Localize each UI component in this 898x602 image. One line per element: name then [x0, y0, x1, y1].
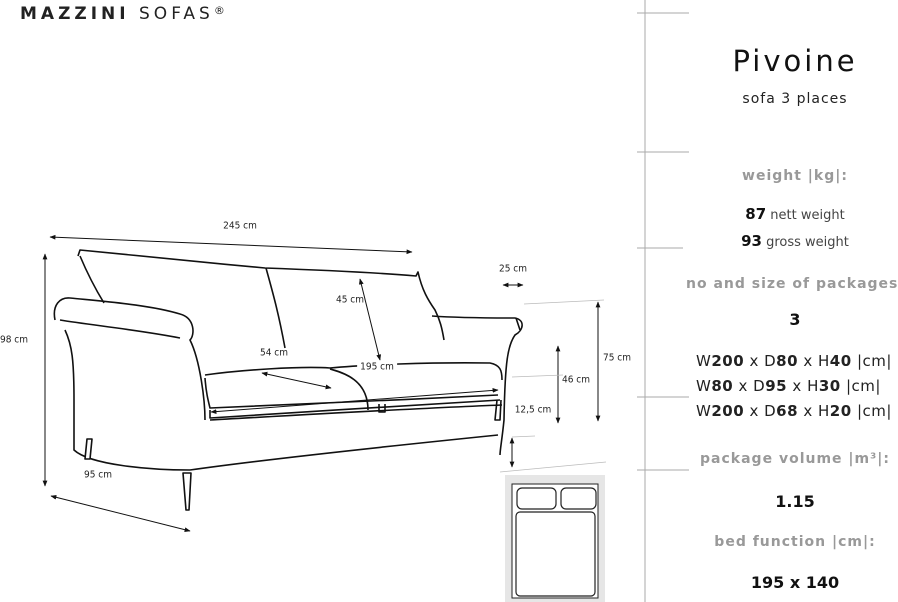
brand-suffix: SOFAS [139, 4, 214, 24]
package-x: x [792, 377, 802, 395]
package-w: 200 [711, 352, 745, 370]
brand-name: MAZZINI [20, 4, 130, 24]
package-w: 80 [711, 377, 734, 395]
dim-width-total: 245 cm [223, 220, 257, 232]
package-w: W [696, 377, 712, 395]
package-unit: |cm| [856, 402, 892, 420]
package-size-row: W200 x D68 x H20 |cm| [696, 402, 892, 420]
gross-weight-value: 93 [741, 232, 762, 250]
brand-logo: MAZZINI SOFAS® [20, 4, 229, 24]
package-h: 40 [829, 352, 852, 370]
dim-seat-width: 195 cm [357, 361, 397, 373]
weight-heading: weight |kg|: [742, 168, 848, 184]
dim-arm-width: 25 cm [498, 263, 528, 275]
package-h: H [807, 377, 819, 395]
bed-value: 195 x 140 [750, 573, 840, 592]
bed-layout-icon [505, 475, 605, 602]
volume-value: 1.15 [775, 492, 815, 511]
volume-heading: package volume |m³|: [700, 451, 890, 467]
package-w: 200 [711, 402, 745, 420]
dim-depth-total: 95 cm [83, 469, 113, 481]
dimension-arrows [42, 234, 601, 533]
package-w: W [696, 402, 712, 420]
package-d: 95 [765, 377, 788, 395]
package-size-row: W80 x D95 x H30 |cm| [696, 377, 881, 395]
nett-weight-value: 87 [745, 205, 767, 223]
gross-weight: 93 gross weight [690, 232, 898, 250]
package-x: x [749, 402, 759, 420]
gross-weight-label: gross weight [766, 235, 849, 250]
extension-lines [499, 299, 607, 473]
package-h: 20 [829, 402, 852, 420]
sofa-outline [53, 249, 523, 511]
package-h: H [818, 402, 830, 420]
bed-heading: bed function |cm|: [714, 534, 876, 550]
package-unit: |cm| [846, 377, 881, 395]
package-d: D [764, 402, 777, 420]
package-d: D [764, 352, 777, 370]
package-unit: |cm| [856, 352, 892, 370]
dim-leg-height: 12,5 cm [514, 404, 552, 416]
product-subtitle: sofa 3 places [742, 91, 848, 107]
package-x: x [803, 402, 813, 420]
dim-back-cushion: 45 cm [335, 294, 365, 306]
package-d: D [753, 377, 766, 395]
divider-lines [637, 0, 689, 602]
nett-weight-label: nett weight [770, 208, 845, 223]
package-x: x [803, 352, 813, 370]
package-size-row: W200 x D80 x H40 |cm| [696, 352, 892, 370]
package-h: H [818, 352, 830, 370]
dim-seat-depth: 54 cm [259, 347, 289, 359]
dim-seat-height: 46 cm [561, 374, 591, 386]
package-x: x [738, 377, 748, 395]
brand-mark: ® [213, 4, 229, 17]
dim-arm-height: 75 cm [602, 352, 632, 364]
product-title: Pivoine [732, 44, 858, 78]
package-x: x [749, 352, 759, 370]
dim-height-total: 98 cm [0, 334, 29, 346]
package-d: 80 [776, 352, 799, 370]
packages-heading: no and size of packages: [686, 276, 898, 292]
nett-weight: 87 nett weight [690, 205, 898, 223]
package-w: W [696, 352, 712, 370]
package-h: 30 [818, 377, 841, 395]
packages-count: 3 [789, 310, 801, 329]
package-d: 68 [776, 402, 799, 420]
